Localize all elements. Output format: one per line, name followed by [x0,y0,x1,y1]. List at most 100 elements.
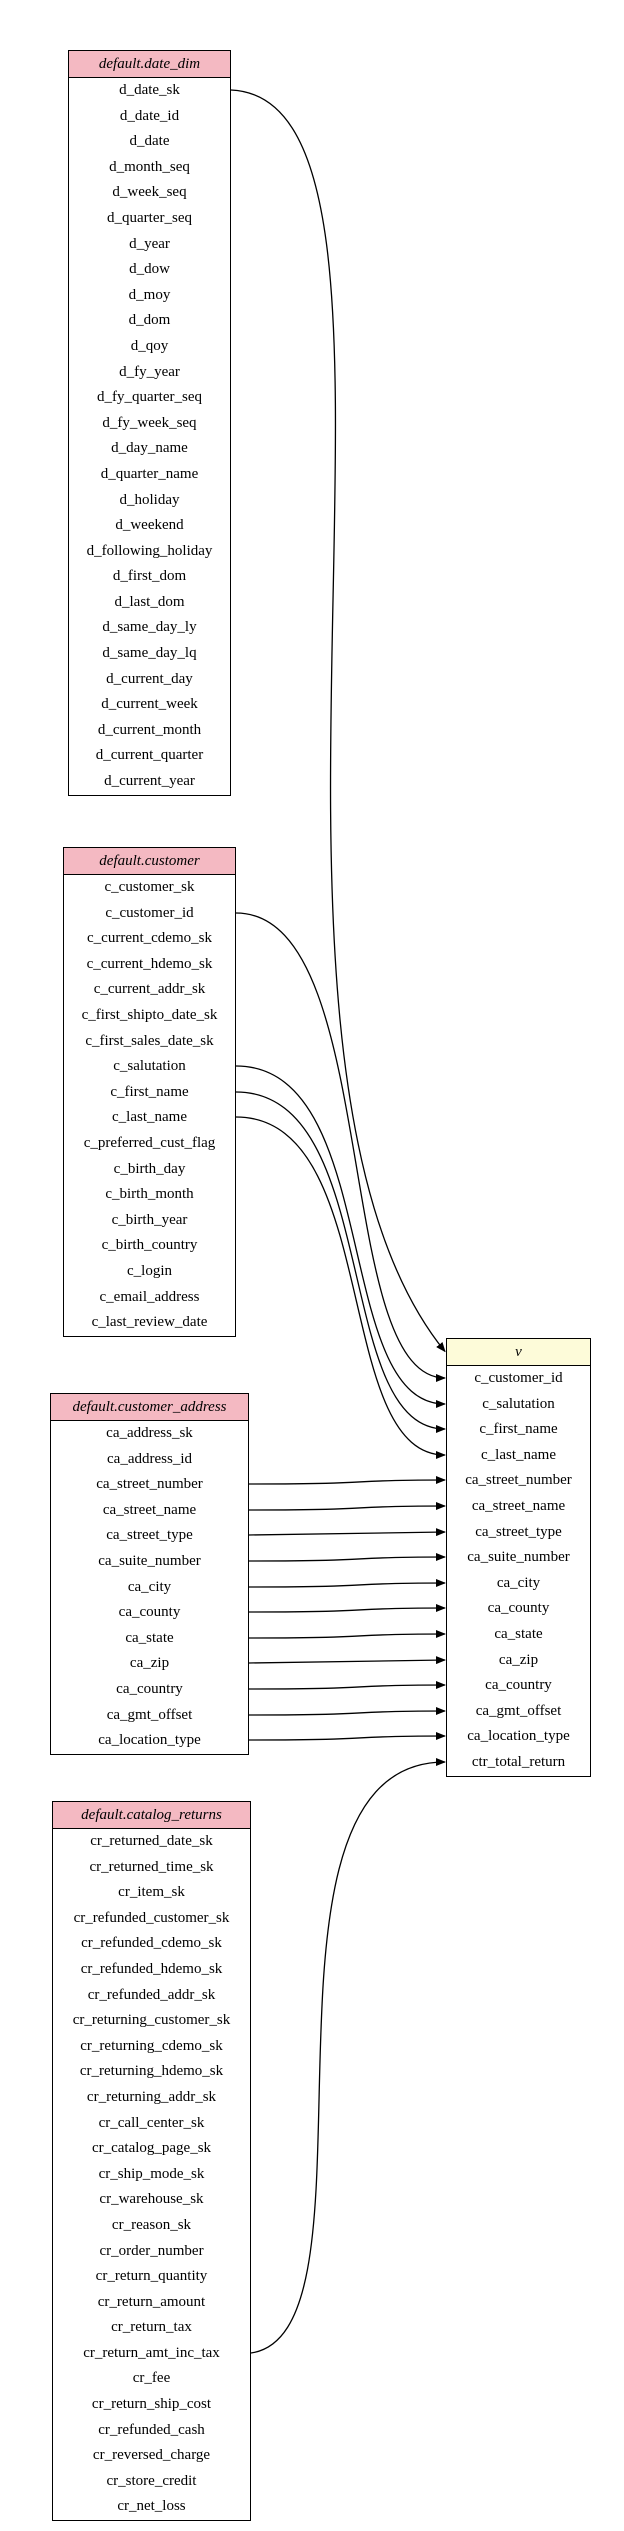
column-d-quarter-name: d_quarter_name [100,465,199,482]
column-cr-return-ship-cost: cr_return_ship_cost [91,2396,212,2413]
column-ca-country: ca_country [485,1677,552,1694]
column-d-holiday: d_holiday [119,491,180,508]
column-ca-suite-number: ca_suite_number [467,1549,570,1566]
column-d-current-quarter: d_current_quarter [95,747,204,764]
column-d-month-seq: d_month_seq [109,158,190,175]
lineage-edge [248,1476,446,1485]
lineage-edge [235,1116,446,1459]
lineage-edge [248,1528,446,1537]
column-ca-county: ca_county [118,1604,181,1621]
column-ca-zip: ca_zip [129,1655,170,1672]
column-ca-state: ca_state [494,1625,543,1642]
table-title: v [447,1339,590,1366]
column-cr-order-number: cr_order_number [99,2242,204,2259]
column-cr-refunded-customer-sk: cr_refunded_customer_sk [73,1909,230,1926]
lineage-edge [248,1681,446,1690]
column-c-first-sales-date-sk: c_first_sales_date_sk [85,1032,214,1049]
column-c-birth-month: c_birth_month [105,1186,194,1203]
column-c-current-hdemo-sk: c_current_hdemo_sk [86,955,213,972]
column-cr-returned-time-sk: cr_returned_time_sk [89,1858,214,1875]
column-d-following-holiday: d_following_holiday [86,542,213,559]
lineage-edge [248,1732,446,1741]
column-cr-returning-hdemo-sk: cr_returning_hdemo_sk [79,2063,224,2080]
column-cr-returning-cdemo-sk: cr_returning_cdemo_sk [80,2037,223,2054]
column-cr-return-tax: cr_return_tax [111,2319,192,2336]
column-d-moy: d_moy [128,286,171,303]
lineage-edge [248,1656,446,1665]
column-d-fy-week-seq: d_fy_week_seq [102,414,197,431]
column-ctr-total-return: ctr_total_return [471,1753,566,1770]
lineage-edge [235,1065,446,1408]
column-c-customer-id: c_customer_id [105,904,194,921]
column-ca-county: ca_county [487,1600,550,1617]
column-d-date: d_date [129,133,170,150]
column-d-first-dom: d_first_dom [112,568,187,585]
column-ca-city: ca_city [127,1578,172,1595]
lineage-edge [230,89,446,1353]
column-c-last-name: c_last_name [112,1109,187,1126]
column-d-current-year: d_current_year [104,773,195,790]
column-cr-ship-mode-sk: cr_ship_mode_sk [98,2165,205,2182]
column-d-fy-year: d_fy_year [119,363,180,380]
column-d-current-day: d_current_day [106,670,193,687]
column-d-same-day-ly: d_same_day_ly [102,619,197,636]
column-c-salutation: c_salutation [482,1395,555,1412]
lineage-edge [248,1579,446,1588]
column-c-current-addr-sk: c_current_addr_sk [93,981,206,998]
column-cr-call-center-sk: cr_call_center_sk [98,2114,205,2131]
table-default-customer: default.customer c_customer_sk c_customer_… [63,847,236,1337]
column-c-birth-day: c_birth_day [113,1160,186,1177]
column-c-last-name: c_last_name [481,1446,556,1463]
column-cr-catalog-page-sk: cr_catalog_page_sk [91,2140,212,2157]
column-ca-street-number: ca_street_number [96,1476,203,1493]
column-ca-gmt-offset: ca_gmt_offset [106,1706,193,1723]
column-ca-address-sk: ca_address_sk [106,1425,193,1441]
column-cr-reversed-charge: cr_reversed_charge [92,2447,211,2464]
column-ca-gmt-offset: ca_gmt_offset [475,1702,562,1719]
column-cr-item-sk: cr_item_sk [118,1884,185,1901]
column-ca-state: ca_state [125,1629,174,1646]
column-ca-street-number: ca_street_number [465,1472,572,1489]
column-cr-reason-sk: cr_reason_sk [111,2216,192,2233]
column-ca-location-type: ca_location_type [98,1732,201,1749]
column-ca-street-name: ca_street_name [471,1497,566,1514]
column-c-first-name: c_first_name [479,1421,558,1438]
column-d-date-id: d_date_id [119,107,180,124]
column-c-customer-sk: c_customer_sk [104,879,195,895]
column-cr-refunded-addr-sk: cr_refunded_addr_sk [87,1986,216,2003]
column-cr-return-amt-inc-tax: cr_return_amt_inc_tax [83,2344,220,2361]
column-d-same-day-lq: d_same_day_lq [102,645,197,662]
column-cr-refunded-hdemo-sk: cr_refunded_hdemo_sk [80,1960,223,1977]
column-cr-return-amount: cr_return_amount [97,2293,206,2310]
lineage-edge [248,1502,446,1511]
table-title: default.catalog_returns [53,1802,250,1829]
column-d-weekend: d_weekend [115,517,184,534]
column-ca-zip: ca_zip [498,1651,539,1668]
column-c-birth-year: c_birth_year [111,1211,188,1228]
column-d-quarter-seq: d_quarter_seq [107,209,192,226]
column-d-year: d_year [129,235,170,252]
column-c-preferred-cust-flag: c_preferred_cust_flag [83,1134,216,1151]
column-d-current-week: d_current_week [101,696,198,713]
column-ca-street-type: ca_street_type [106,1527,193,1544]
column-c-salutation: c_salutation [113,1058,186,1075]
column-cr-net-loss: cr_net_loss [117,2498,186,2515]
table-title: default.customer [64,848,235,875]
column-d-day-name: d_day_name [111,440,188,457]
lineage-edge [248,1707,446,1716]
column-d-last-dom: d_last_dom [114,593,185,610]
column-cr-refunded-cdemo-sk: cr_refunded_cdemo_sk [81,1935,222,1952]
column-ca-suite-number: ca_suite_number [98,1552,201,1569]
column-c-first-name: c_first_name [110,1083,189,1100]
column-c-first-shipto-date-sk: c_first_shipto_date_sk [81,1006,218,1023]
lineage-edge [235,912,446,1382]
column-c-birth-country: c_birth_country [101,1237,198,1254]
column-d-week-seq: d_week_seq [112,184,187,201]
column-ca-country: ca_country [116,1680,183,1697]
column-d-date-sk: d_date_sk [119,82,180,98]
lineage-edge [248,1553,446,1562]
